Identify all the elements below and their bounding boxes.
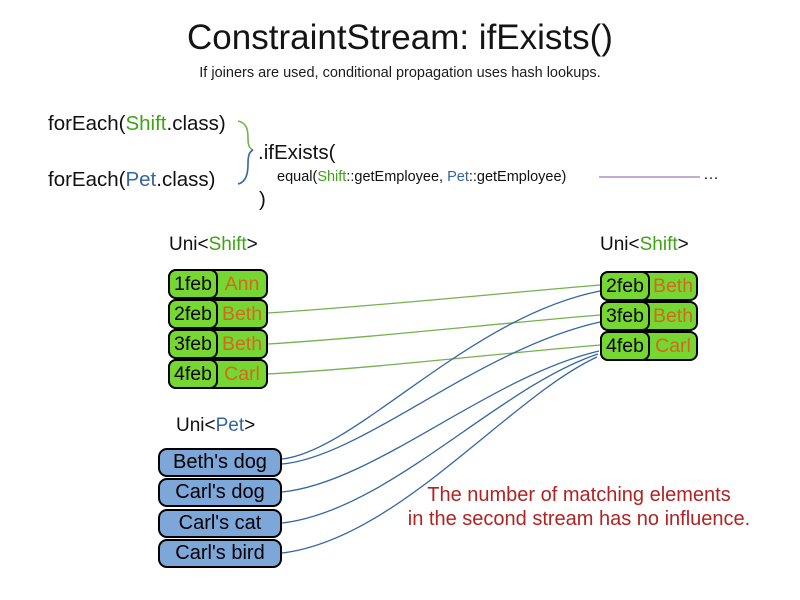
left-shift-row-2feb: 2feb Beth bbox=[168, 299, 268, 329]
slide-title: ConstraintStream: ifExists() bbox=[187, 18, 613, 57]
pet-table-label: Uni<Pet> bbox=[176, 415, 255, 437]
pet-row-carls-bird: Carl's bird bbox=[158, 539, 282, 568]
pet-type-ref: Pet bbox=[215, 415, 245, 436]
shift-date-cell: 4feb bbox=[168, 359, 218, 389]
shift-date-cell: 3feb bbox=[600, 301, 650, 331]
right-shift-row-2feb: 2feb Beth bbox=[600, 271, 698, 301]
label-text: > bbox=[244, 415, 256, 436]
right-shift-row-4feb: 4feb Carl bbox=[600, 331, 698, 361]
right-shift-table-label: Uni<Shift> bbox=[600, 234, 689, 256]
left-shift-row-1feb: 1feb Ann bbox=[168, 269, 268, 299]
code-ifexists-close: ) bbox=[259, 188, 266, 211]
shift-date-cell: 2feb bbox=[168, 299, 218, 329]
brace-bottom-pet bbox=[237, 149, 254, 185]
match-line-beths-dog-3feb bbox=[281, 321, 601, 465]
code-text: forEach( bbox=[48, 168, 126, 191]
note-line-2: in the second stream has no influence. bbox=[407, 508, 751, 530]
shift-date-cell: 4feb bbox=[600, 331, 650, 361]
note-text: The number of matching elements in the s… bbox=[379, 483, 779, 531]
code-text: equal( bbox=[277, 169, 318, 185]
shift-type-ref: Shift bbox=[208, 234, 247, 255]
label-text: Uni< bbox=[169, 234, 209, 255]
match-line-shift-4feb bbox=[267, 344, 601, 375]
label-text: > bbox=[246, 234, 258, 255]
shift-employee-cell: Beth bbox=[221, 332, 263, 355]
code-text: ::getEmployee) bbox=[468, 169, 567, 185]
left-shift-table-label: Uni<Shift> bbox=[169, 234, 258, 256]
code-text: ::getEmployee, bbox=[346, 169, 448, 185]
shift-employee-cell: Beth bbox=[652, 304, 694, 327]
pet-type-ref: Pet bbox=[125, 168, 157, 191]
code-foreach-pet: forEach(Pet.class) bbox=[48, 168, 216, 192]
match-line-beths-dog-2feb bbox=[281, 290, 601, 460]
code-equal-joiner: equal(Shift::getEmployee, Pet::getEmploy… bbox=[277, 169, 566, 185]
pet-row-carls-cat: Carl's cat bbox=[158, 509, 282, 538]
code-text: .class) bbox=[156, 168, 216, 191]
code-text: .class) bbox=[166, 112, 226, 135]
slide-subtitle: If joiners are used, conditional propaga… bbox=[199, 65, 601, 81]
match-line-shift-2feb bbox=[267, 284, 601, 314]
shift-employee-cell: Beth bbox=[221, 302, 263, 325]
shift-type-ref: Shift bbox=[125, 112, 167, 135]
left-shift-row-3feb: 3feb Beth bbox=[168, 329, 268, 359]
shift-employee-cell: Carl bbox=[655, 334, 691, 357]
pet-type-ref: Pet bbox=[447, 169, 469, 185]
match-line-shift-3feb bbox=[267, 314, 601, 345]
right-shift-row-3feb: 3feb Beth bbox=[600, 301, 698, 331]
code-text: forEach( bbox=[48, 112, 126, 135]
shift-employee-cell: Carl bbox=[224, 362, 260, 385]
code-ifexists-open: .ifExists( bbox=[258, 141, 336, 164]
shift-type-ref: Shift bbox=[639, 234, 678, 255]
shift-date-cell: 2feb bbox=[600, 271, 650, 301]
code-foreach-shift: forEach(Shift.class) bbox=[48, 112, 226, 136]
pet-row-beths-dog: Beth's dog bbox=[158, 448, 282, 477]
left-shift-row-4feb: 4feb Carl bbox=[168, 359, 268, 389]
match-line-carls-dog-4feb bbox=[281, 350, 600, 493]
label-text: Uni< bbox=[176, 415, 216, 436]
shift-employee-cell: Ann bbox=[224, 272, 260, 295]
shift-date-cell: 1feb bbox=[168, 269, 218, 299]
shift-employee-cell: Beth bbox=[652, 274, 694, 297]
brace-top-shift bbox=[237, 120, 254, 151]
label-text: Uni< bbox=[600, 234, 640, 255]
shift-type-ref: Shift bbox=[317, 169, 347, 185]
shift-date-cell: 3feb bbox=[168, 329, 218, 359]
pet-row-carls-dog: Carl's dog bbox=[158, 478, 282, 507]
note-line-1: The number of matching elements bbox=[427, 484, 731, 506]
label-text: > bbox=[677, 234, 689, 255]
code-ellipsis: … bbox=[703, 166, 720, 183]
